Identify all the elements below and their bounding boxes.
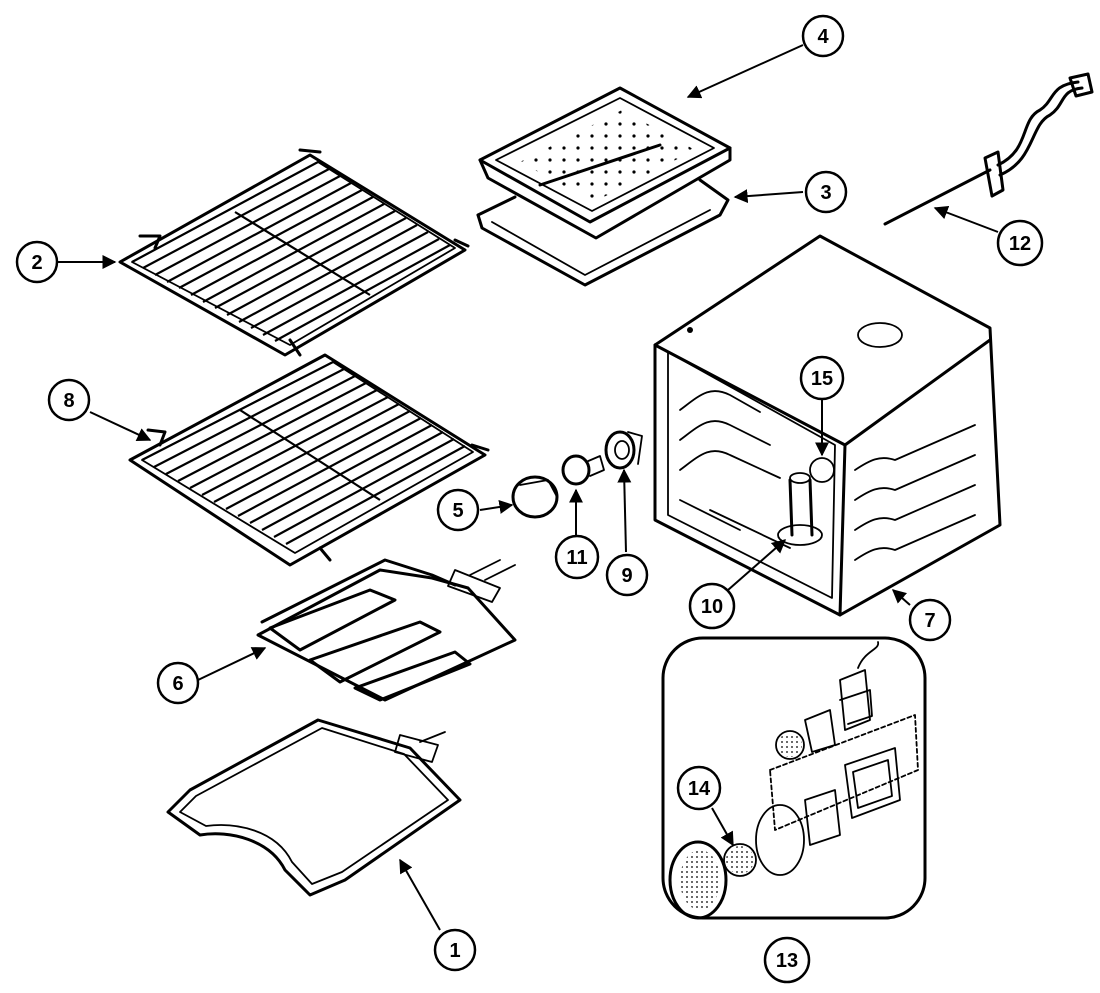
light-lens xyxy=(511,475,559,519)
callout-1-label: 1 xyxy=(449,940,460,962)
callout-11: 11 xyxy=(554,534,600,580)
callout-13-label: 13 xyxy=(776,950,798,972)
callout-4-label: 4 xyxy=(817,26,829,48)
callout-15: 15 xyxy=(799,355,845,401)
broiler-pan-insert xyxy=(478,86,732,240)
convection-fan-kit xyxy=(661,636,927,920)
callout-8: 8 xyxy=(47,378,91,422)
callout-10: 10 xyxy=(688,582,736,630)
callout-2: 2 xyxy=(15,240,59,284)
oven-rack-upper xyxy=(118,148,470,357)
callout-4: 4 xyxy=(801,14,845,58)
callout-15-label: 15 xyxy=(811,368,833,390)
callout-11-label: 11 xyxy=(566,547,587,569)
callout-9-label: 9 xyxy=(621,565,632,587)
callout-12-label: 12 xyxy=(1009,233,1031,255)
leader-lines xyxy=(58,44,999,931)
callout-3: 3 xyxy=(804,170,848,214)
callout-5: 5 xyxy=(436,488,480,532)
oven-cavity xyxy=(653,234,1002,617)
callout-6-label: 6 xyxy=(172,673,183,695)
callout-3-label: 3 xyxy=(820,182,831,204)
callout-14-label: 14 xyxy=(688,778,711,800)
oven-rack-lower xyxy=(128,353,490,567)
callout-2-label: 2 xyxy=(31,252,42,274)
callout-14: 14 xyxy=(676,765,722,811)
temperature-sensor-probe xyxy=(883,72,1094,226)
broiler-pan xyxy=(476,178,730,287)
callout-5-label: 5 xyxy=(452,500,463,522)
callout-9: 9 xyxy=(605,553,649,597)
callout-6: 6 xyxy=(156,661,200,705)
callout-13: 13 xyxy=(763,936,811,984)
callout-10-label: 10 xyxy=(701,596,723,618)
light-socket xyxy=(604,430,643,470)
callout-1: 1 xyxy=(433,928,477,972)
bake-element xyxy=(166,718,462,897)
broil-element xyxy=(256,558,517,702)
callout-8-label: 8 xyxy=(63,390,74,412)
callout-7: 7 xyxy=(908,598,952,642)
callout-7-label: 7 xyxy=(924,610,935,632)
callout-12: 12 xyxy=(996,219,1044,267)
light-bulb xyxy=(561,454,605,486)
